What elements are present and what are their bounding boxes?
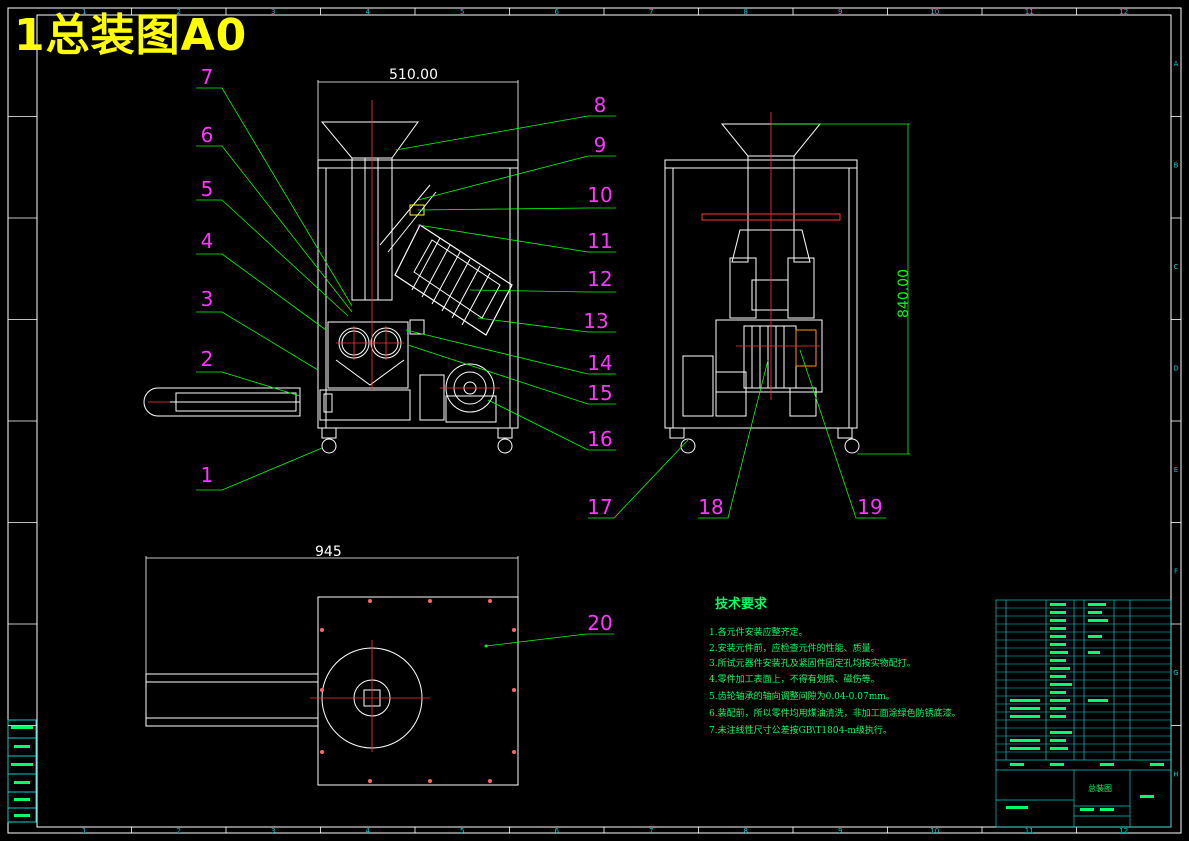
technical-requirements-heading: 技术要求: [715, 597, 768, 612]
callout-number: 3: [201, 287, 214, 311]
plan-view: [145, 596, 519, 786]
title-block-drawing-name: 总装图: [1088, 783, 1112, 793]
callout-number: 4: [201, 229, 214, 253]
technical-requirement: 6.装配前，所以零件均用煤油清洗，非加工面涂绿色防锈底漆。: [709, 709, 961, 719]
border-column-label: 3: [271, 827, 275, 835]
border-row-label: A: [1174, 60, 1179, 68]
drawing-frame: [7, 7, 1182, 834]
border-row-label: C: [1174, 263, 1179, 271]
border-row-label: H: [1173, 770, 1178, 778]
front-view-centerlines: [148, 100, 500, 403]
border-column-label: 12: [1119, 827, 1128, 835]
callout-number: 10: [587, 183, 612, 207]
callout-number: 7: [201, 65, 214, 89]
technical-requirement: 3.所试元器件安装孔及紧固件固定孔均按实物配打。: [709, 659, 916, 669]
border-column-label: 1: [82, 827, 86, 835]
border-row-label: B: [1174, 161, 1179, 169]
plan-bolts: [320, 599, 516, 783]
border-column-label: 10: [930, 827, 939, 835]
border-row-label: D: [1173, 364, 1178, 372]
border-column-label: 7: [649, 827, 653, 835]
border-column-label: 6: [555, 827, 560, 835]
border-column-label: 5: [460, 8, 464, 16]
border-column-label: 12: [1119, 8, 1128, 16]
callout-number: 17: [587, 495, 612, 519]
border-column-label: 2: [177, 8, 181, 16]
border-column-label: 11: [1025, 827, 1034, 835]
callout-number: 8: [594, 93, 607, 117]
border-row-label: F: [1174, 567, 1178, 575]
border-column-label: 4: [366, 8, 371, 16]
dimension-height-label: 840.00: [896, 269, 912, 318]
callout-number: 15: [587, 381, 612, 405]
side-view-centerlines: [736, 112, 820, 400]
border-column-label: 5: [460, 827, 464, 835]
dimension-plan: [145, 556, 519, 674]
callout-number: 18: [698, 495, 723, 519]
dimension-length-label: 945: [315, 544, 342, 560]
title-block: [995, 599, 1172, 828]
border-column-label: 9: [838, 827, 842, 835]
callout-number: 19: [857, 495, 882, 519]
border-column-label: 11: [1025, 8, 1034, 16]
title-block-marks: [1006, 603, 1164, 811]
border-column-label: 6: [555, 8, 560, 16]
border-row-label: E: [1174, 466, 1178, 474]
callout-number: 6: [201, 123, 214, 147]
technical-requirement: 7.未注线性尺寸公差按GB\T1804-m级执行。: [709, 726, 892, 736]
border-column-label: 1: [82, 8, 86, 16]
callout-number: 1: [201, 463, 214, 487]
callout-number: 12: [587, 267, 612, 291]
side-view: [664, 123, 860, 454]
border-column-label: 4: [366, 827, 371, 835]
callout-number: 9: [594, 133, 607, 157]
plan-view-centerlines: [310, 640, 430, 752]
technical-requirement: 1.各元件安装应整齐定。: [709, 628, 808, 638]
left-table-marks: [11, 726, 33, 817]
drawing-title: 1总装图A0: [14, 10, 248, 61]
border-column-label: 8: [744, 8, 748, 16]
leader-dots: [484, 644, 488, 648]
callout-number: 14: [587, 351, 612, 375]
dimension-side: [771, 123, 910, 455]
dimension-top: [317, 80, 519, 160]
border-column-label: 2: [177, 827, 181, 835]
technical-requirement: 5.齿轮轴承的轴向调整间隙为0.04-0.07mm。: [709, 692, 895, 702]
technical-requirement: 4.零件加工表面上，不得有划痕、磁伤等。: [709, 675, 880, 685]
callout-number: 2: [201, 347, 214, 371]
border-row-label: G: [1173, 669, 1178, 677]
callout-number: 13: [583, 309, 608, 333]
callout-number: 5: [201, 177, 214, 201]
leader-lines: [196, 87, 886, 647]
technical-requirement: 2.安装元件前，应检查元件的性能、质量。: [709, 644, 880, 654]
border-column-label: 7: [649, 8, 653, 16]
border-column-label: 10: [930, 8, 939, 16]
dimension-width-label: 510.00: [389, 67, 438, 83]
callout-number: 20: [587, 611, 612, 635]
border-column-label: 8: [744, 827, 748, 835]
border-column-label: 9: [838, 8, 842, 16]
border-column-label: 3: [271, 8, 275, 16]
callout-number: 16: [587, 427, 612, 451]
callout-number: 11: [587, 229, 612, 253]
